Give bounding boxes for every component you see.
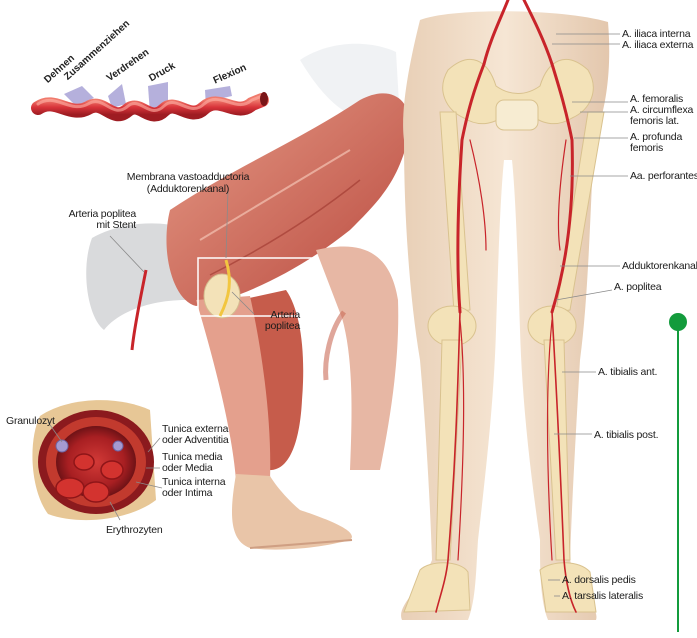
label-tunica-interna-line2: oder Intima bbox=[162, 488, 212, 499]
label-iliaca-externa: A. iliaca externa bbox=[622, 40, 693, 51]
label-erythrozyten: Erythrozyten bbox=[106, 525, 163, 536]
label-tunica-media-line2: oder Media bbox=[162, 463, 213, 474]
label-tarsalis-lateralis: A. tarsalis lateralis bbox=[562, 591, 643, 602]
label-tibialis-post: A. tibialis post. bbox=[594, 430, 658, 441]
label-dorsalis-pedis: A. dorsalis pedis bbox=[562, 575, 636, 586]
green-scale-marker bbox=[669, 313, 687, 632]
front-legs-illustration bbox=[401, 0, 609, 620]
label-tibialis-ant: A. tibialis ant. bbox=[598, 367, 657, 378]
label-tunica-externa-line2: oder Adventitia bbox=[162, 435, 228, 446]
label-membrana-line1: Membrana vastoadductoria bbox=[108, 172, 268, 183]
label-profunda-line2: femoris bbox=[630, 143, 663, 154]
label-membrana-line2: (Adduktorenkanal) bbox=[108, 184, 268, 195]
artery-stress-diagram bbox=[38, 82, 268, 115]
label-circumflexa-line2: femoris lat. bbox=[630, 116, 679, 127]
label-granulozyt: Granulozyt bbox=[6, 416, 55, 427]
label-stent-line2: mit Stent bbox=[20, 220, 136, 231]
label-poplitea: A. poplitea bbox=[614, 282, 661, 293]
label-adduktorenkanal: Adduktorenkanal bbox=[622, 261, 697, 272]
label-arteria-poplitea-line2: poplitea bbox=[240, 321, 300, 332]
label-perforantes: Aa. perforantes bbox=[630, 171, 697, 182]
